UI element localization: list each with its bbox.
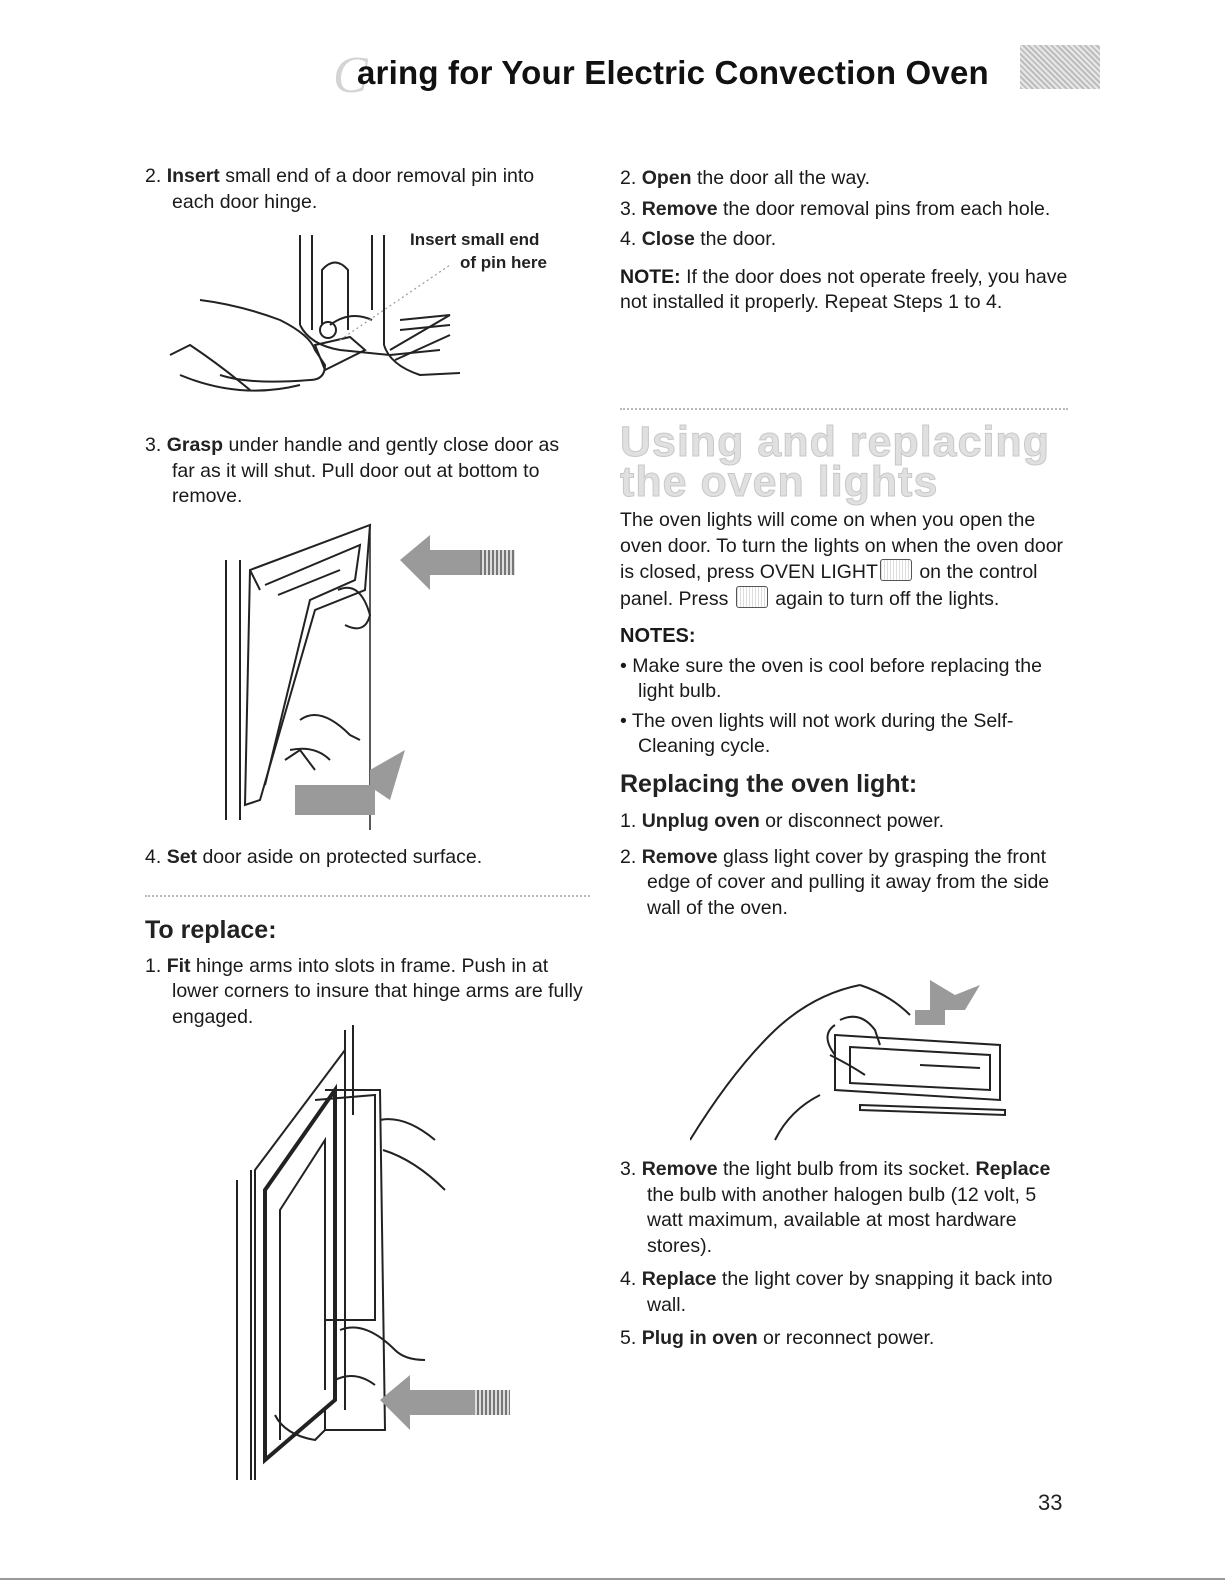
page-number: 33 [1038, 1490, 1063, 1515]
arrow-left-icon [400, 535, 515, 590]
title-initial: C [333, 47, 368, 104]
oven-light-key-icon [879, 559, 912, 581]
page-header: C aring for Your Electric Convection Ove… [0, 40, 1225, 110]
divider-left [145, 895, 590, 897]
to-replace-heading: To replace: [145, 916, 277, 944]
divider-right [620, 408, 1068, 410]
light-cover-illustration [690, 980, 1006, 1141]
notes-label: NOTES: [620, 625, 696, 647]
callout-line-1: Insert small end [410, 230, 539, 249]
page-title: aring for Your Electric Convection Oven [357, 54, 989, 91]
left-step-2: 2. Insert small end of a door removal pi… [145, 165, 535, 213]
left-step-3: 3. Grasp under handle and gently close d… [145, 434, 560, 507]
callout-line-2: of pin here [460, 253, 547, 272]
replacing-heading: Replacing the oven light: [620, 769, 918, 798]
door-removal-illustration [225, 523, 515, 830]
note-item: • Make sure the oven is cool before repl… [620, 654, 1042, 703]
oven-lights-heading-line-1: Using and replacing [620, 418, 1050, 466]
oven-lights-intro: The oven lights will come on when you op… [620, 509, 1064, 610]
right-steps-bottom: 3. Remove the light bulb from its socket… [620, 1158, 1053, 1349]
to-replace-section: To replace: 1. Fit hinge arms into slots… [145, 916, 590, 1030]
page-bottom-border [0, 1578, 1225, 1580]
oven-lights-section: Using and replacing the oven lights The … [620, 418, 1070, 921]
door-install-illustration [236, 1025, 510, 1480]
arrow-up-right-icon-2 [915, 980, 980, 1025]
door-note: NOTE: If the door does not operate freel… [620, 265, 1068, 314]
note-item: • The oven lights will not work during t… [620, 709, 1014, 758]
oven-lights-heading-line-2: the oven lights [620, 458, 939, 506]
arrow-left-icon-2 [380, 1375, 510, 1430]
oven-light-key-icon [735, 585, 768, 608]
hinge-pin-illustration: Insert small end of pin here [169, 230, 547, 392]
section-tab-marker [1020, 45, 1100, 89]
left-step-4: 4. Set door aside on protected surface. [145, 846, 483, 868]
right-steps-top: 2. Open the door all the way. 3. Remove … [620, 166, 1075, 316]
arrow-up-right-icon [295, 750, 405, 815]
